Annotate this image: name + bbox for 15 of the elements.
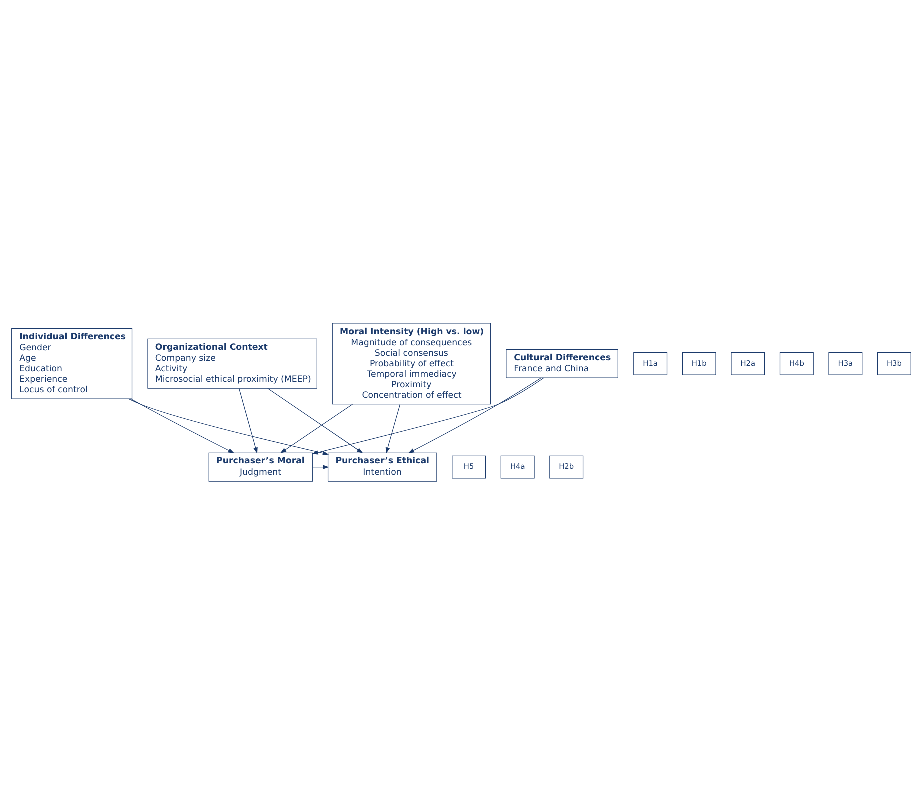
arrow: [130, 398, 235, 454]
node-box: Organizational Context Company size Activity Microsocial ethical proximity (MEEP): [148, 338, 318, 389]
node-box: Purchaser’s Ethical Intention: [328, 452, 438, 482]
arrow: [386, 404, 401, 454]
arrow: [128, 398, 330, 456]
arrow: [312, 378, 544, 455]
node-box: Purchaser’s Moral Judgment: [208, 452, 314, 482]
node-box: Moral Intensity (High vs. low) Magnitude of consequences Social consensus Probability of effect Temporal immediacy Proximity Concentration of effect: [332, 323, 491, 405]
node-box: Individual Differences Gender Age Education Experience Locus of control: [12, 328, 133, 400]
arrow: [408, 378, 542, 454]
arrow: [239, 388, 258, 454]
arrow: [280, 404, 354, 454]
node-box: Cultural Differences France and China: [506, 349, 618, 378]
arrow: [312, 465, 330, 470]
arrow: [268, 388, 364, 454]
